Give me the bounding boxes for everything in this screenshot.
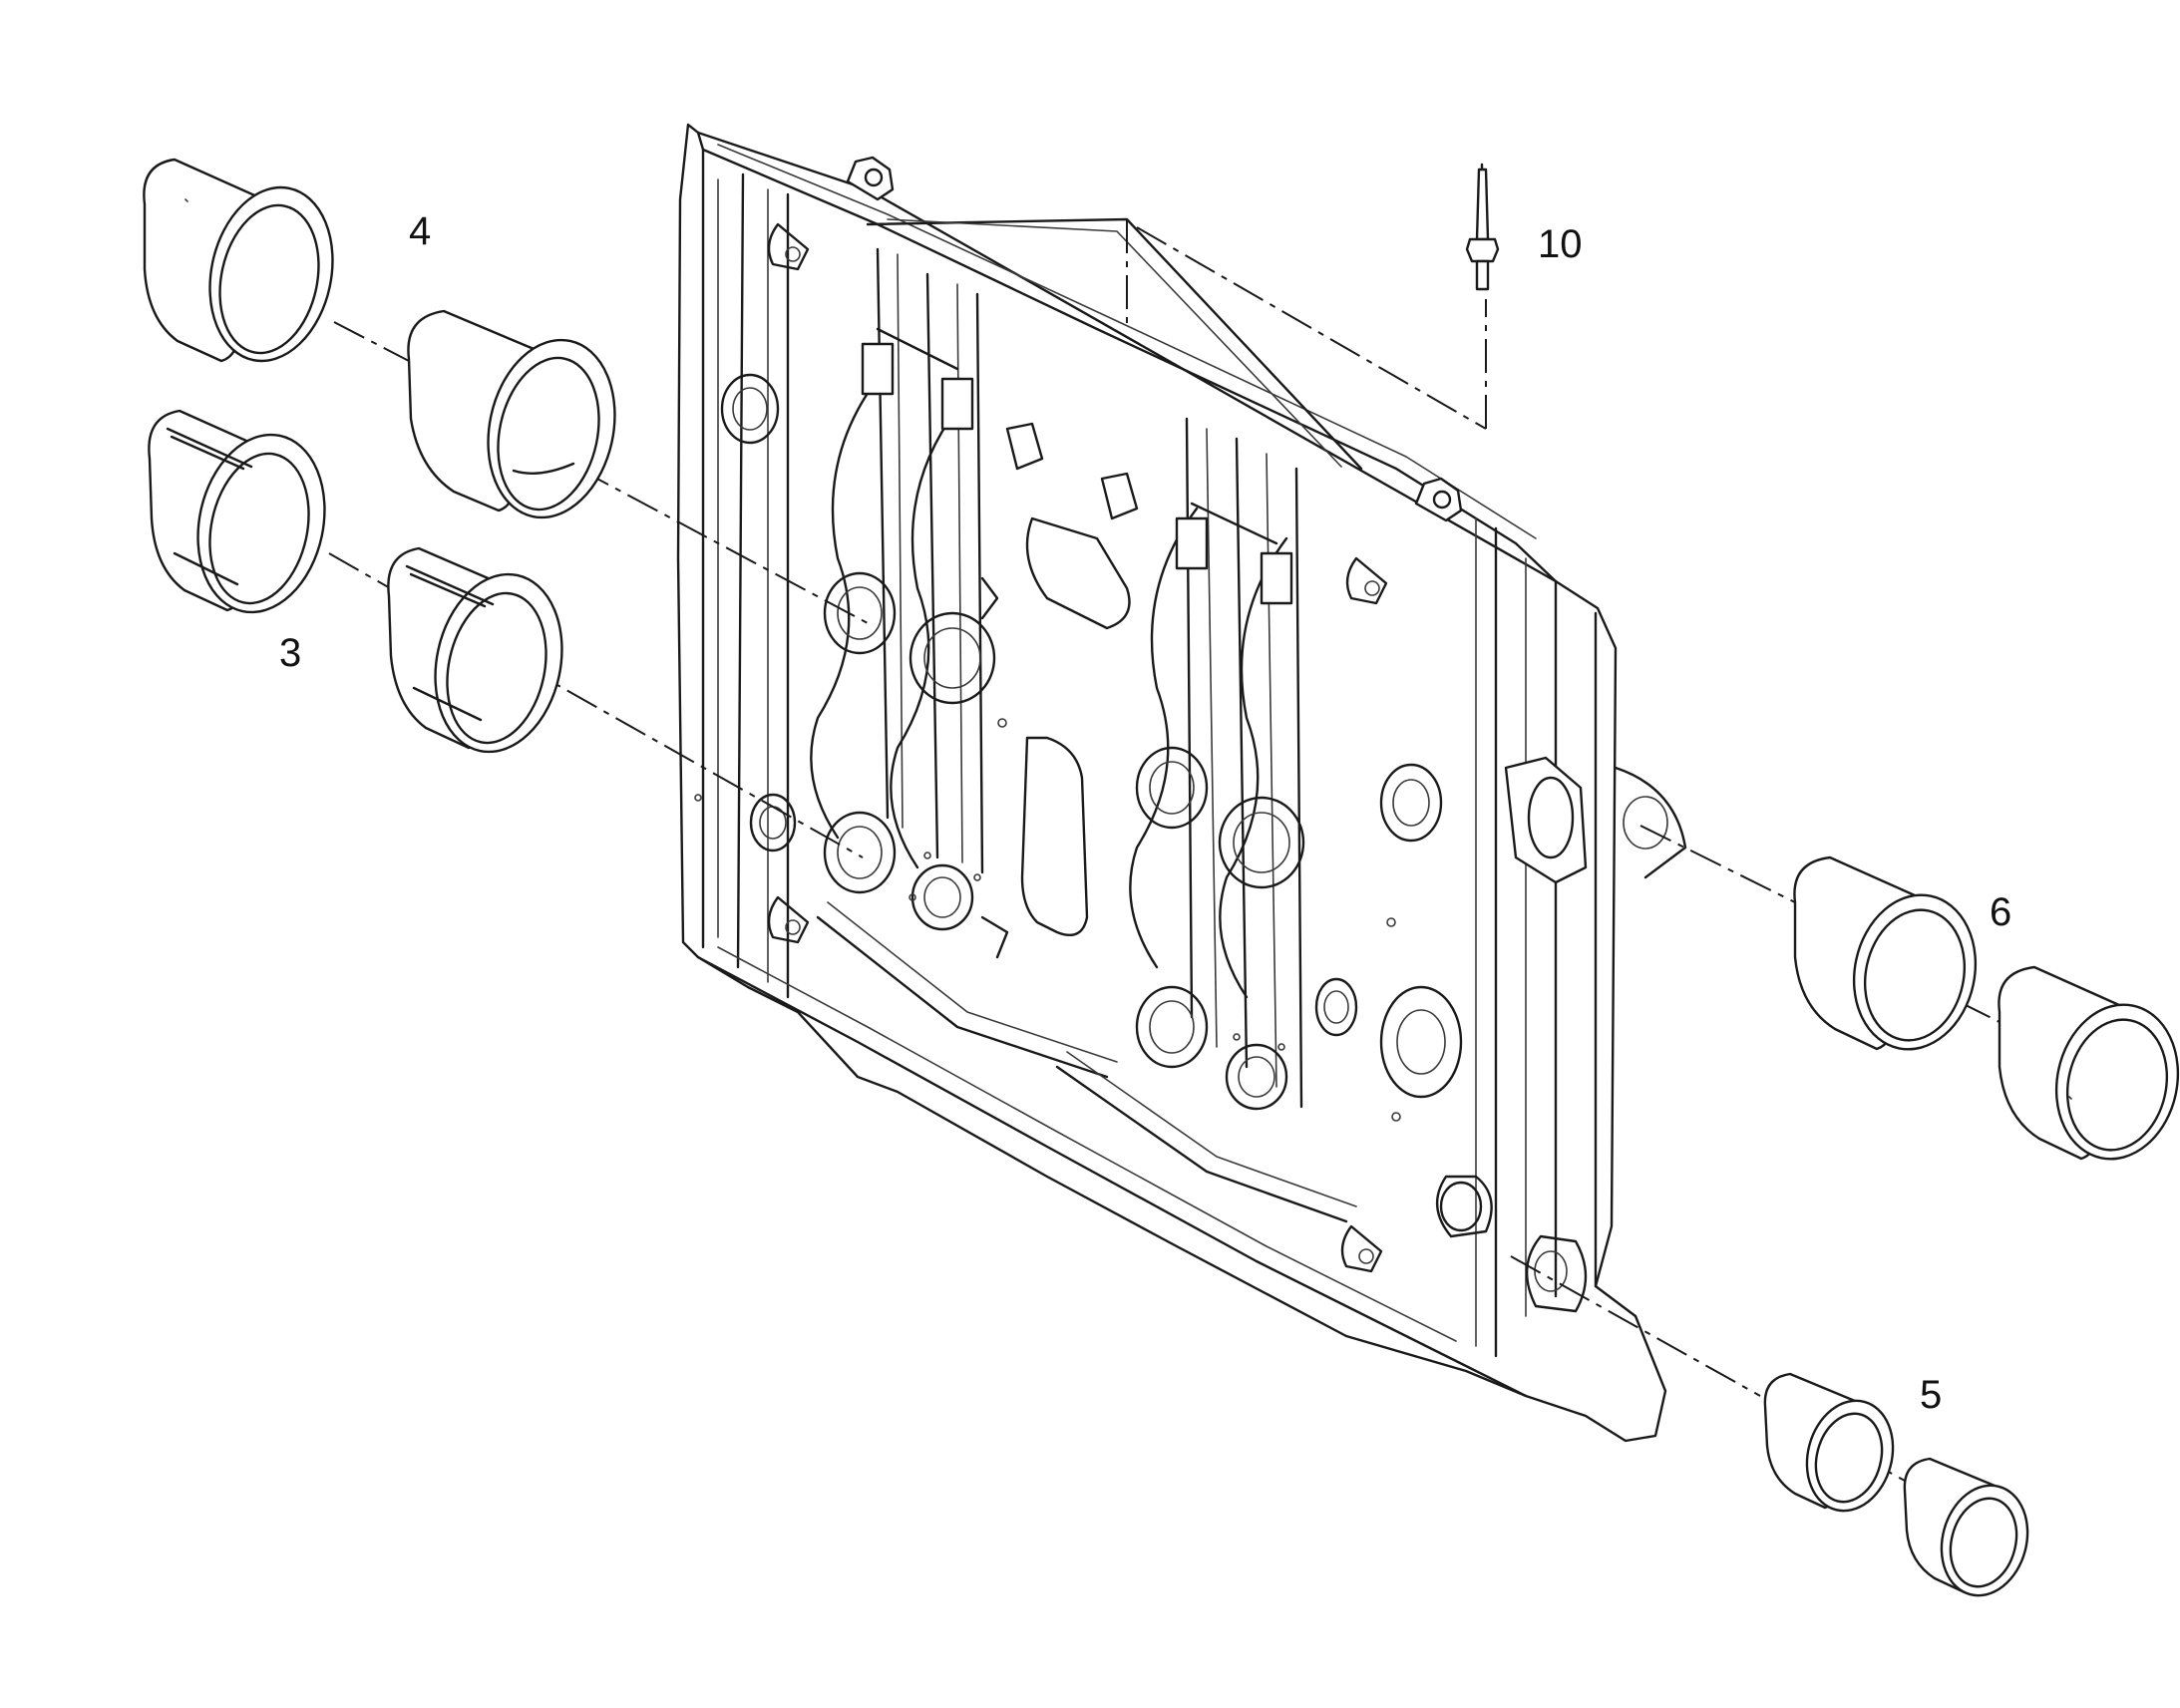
small-holes [694, 718, 1401, 1122]
callout-4: 4 [409, 209, 431, 253]
arm-bores [823, 571, 1305, 1111]
callout-3: 3 [279, 631, 301, 675]
bushing-4-inner [407, 309, 616, 519]
callout-10: 10 [1538, 222, 1583, 266]
bushing-5-outer [1903, 1457, 2029, 1597]
frame-assembly [676, 123, 1687, 1443]
bushing-4-outer [143, 158, 334, 363]
bushing-3-outer [148, 409, 326, 614]
callout-5: 5 [1920, 1373, 1942, 1417]
callout-6: 6 [1990, 890, 2011, 934]
bushing-5-inner [1763, 1372, 1895, 1513]
bushing-6-inner [1793, 855, 1978, 1051]
bushing-6-outer [1998, 965, 2180, 1161]
callout-labels: 4 3 10 6 5 [279, 209, 2011, 1417]
bushing-3-inner [387, 546, 563, 754]
grease-pin-10 [1465, 163, 1500, 291]
